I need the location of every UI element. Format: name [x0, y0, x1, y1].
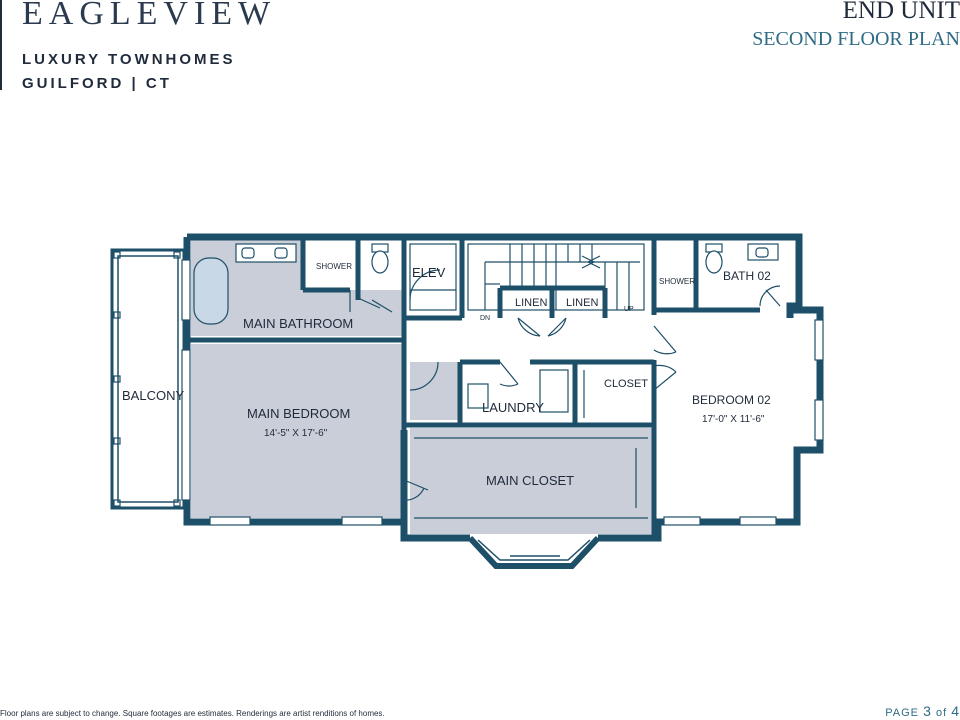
stairs: [467, 243, 645, 311]
label-laundry: LAUNDRY: [482, 400, 544, 415]
label-bedroom-02-dims: 17'-0" X 11'-6": [702, 414, 765, 425]
label-main-bathroom: MAIN BATHROOM: [243, 316, 353, 331]
label-linen-2: LINEN: [566, 297, 598, 309]
brand-tagline: LUXURY TOWNHOMES: [22, 51, 236, 68]
doors: [371, 285, 781, 501]
balcony: [110, 248, 186, 510]
disclaimer: Floor plans are subject to change. Squar…: [0, 709, 385, 718]
brand-title: EAGLEVIEW: [22, 0, 277, 32]
label-dn: DN: [480, 315, 490, 322]
closet-nook-area: [410, 362, 460, 420]
plan-header: END UNIT SECOND FLOOR PLAN: [752, 0, 960, 52]
label-shower-right: SHOWER: [659, 277, 695, 286]
unit-title: END UNIT: [842, 0, 960, 24]
label-closet: CLOSET: [604, 378, 648, 390]
page-label: PAGE: [885, 707, 920, 719]
label-elev: ELEV: [412, 265, 446, 280]
label-main-bedroom: MAIN BEDROOM: [247, 406, 350, 421]
plan-title: SECOND FLOOR PLAN: [752, 28, 960, 50]
page-sep: of: [935, 707, 948, 719]
brand-block: EAGLEVIEW LUXURY TOWNHOMES GUILFORD | CT: [0, 0, 277, 96]
elevator: [409, 243, 457, 311]
label-bath-02: BATH 02: [723, 269, 771, 283]
label-balcony: BALCONY: [122, 388, 184, 403]
closet-rods: [414, 370, 648, 519]
bay-window: [467, 535, 601, 569]
fixtures: [193, 243, 779, 413]
page-indicator: PAGE 3 of 4: [885, 704, 960, 720]
label-main-closet: MAIN CLOSET: [486, 473, 574, 488]
label-bedroom-02: BEDROOM 02: [692, 393, 771, 407]
label-up: UP: [624, 306, 634, 313]
brand-location: GUILFORD | CT: [22, 75, 172, 92]
room-labels: BALCONY MAIN BATHROOM SHOWER ELEV LINEN …: [122, 262, 771, 488]
label-linen-1: LINEN: [515, 297, 547, 309]
main-bedroom-area: [191, 344, 403, 518]
label-main-bedroom-dims: 14'-5" X 17'-6": [264, 428, 328, 439]
page-current: 3: [923, 703, 932, 719]
main-closet-area: [410, 428, 652, 534]
windows: [181, 259, 824, 526]
brand-divider: [0, 0, 2, 90]
interior-walls: [187, 237, 760, 538]
page-total: 4: [951, 703, 960, 719]
label-shower-left: SHOWER: [316, 262, 352, 271]
